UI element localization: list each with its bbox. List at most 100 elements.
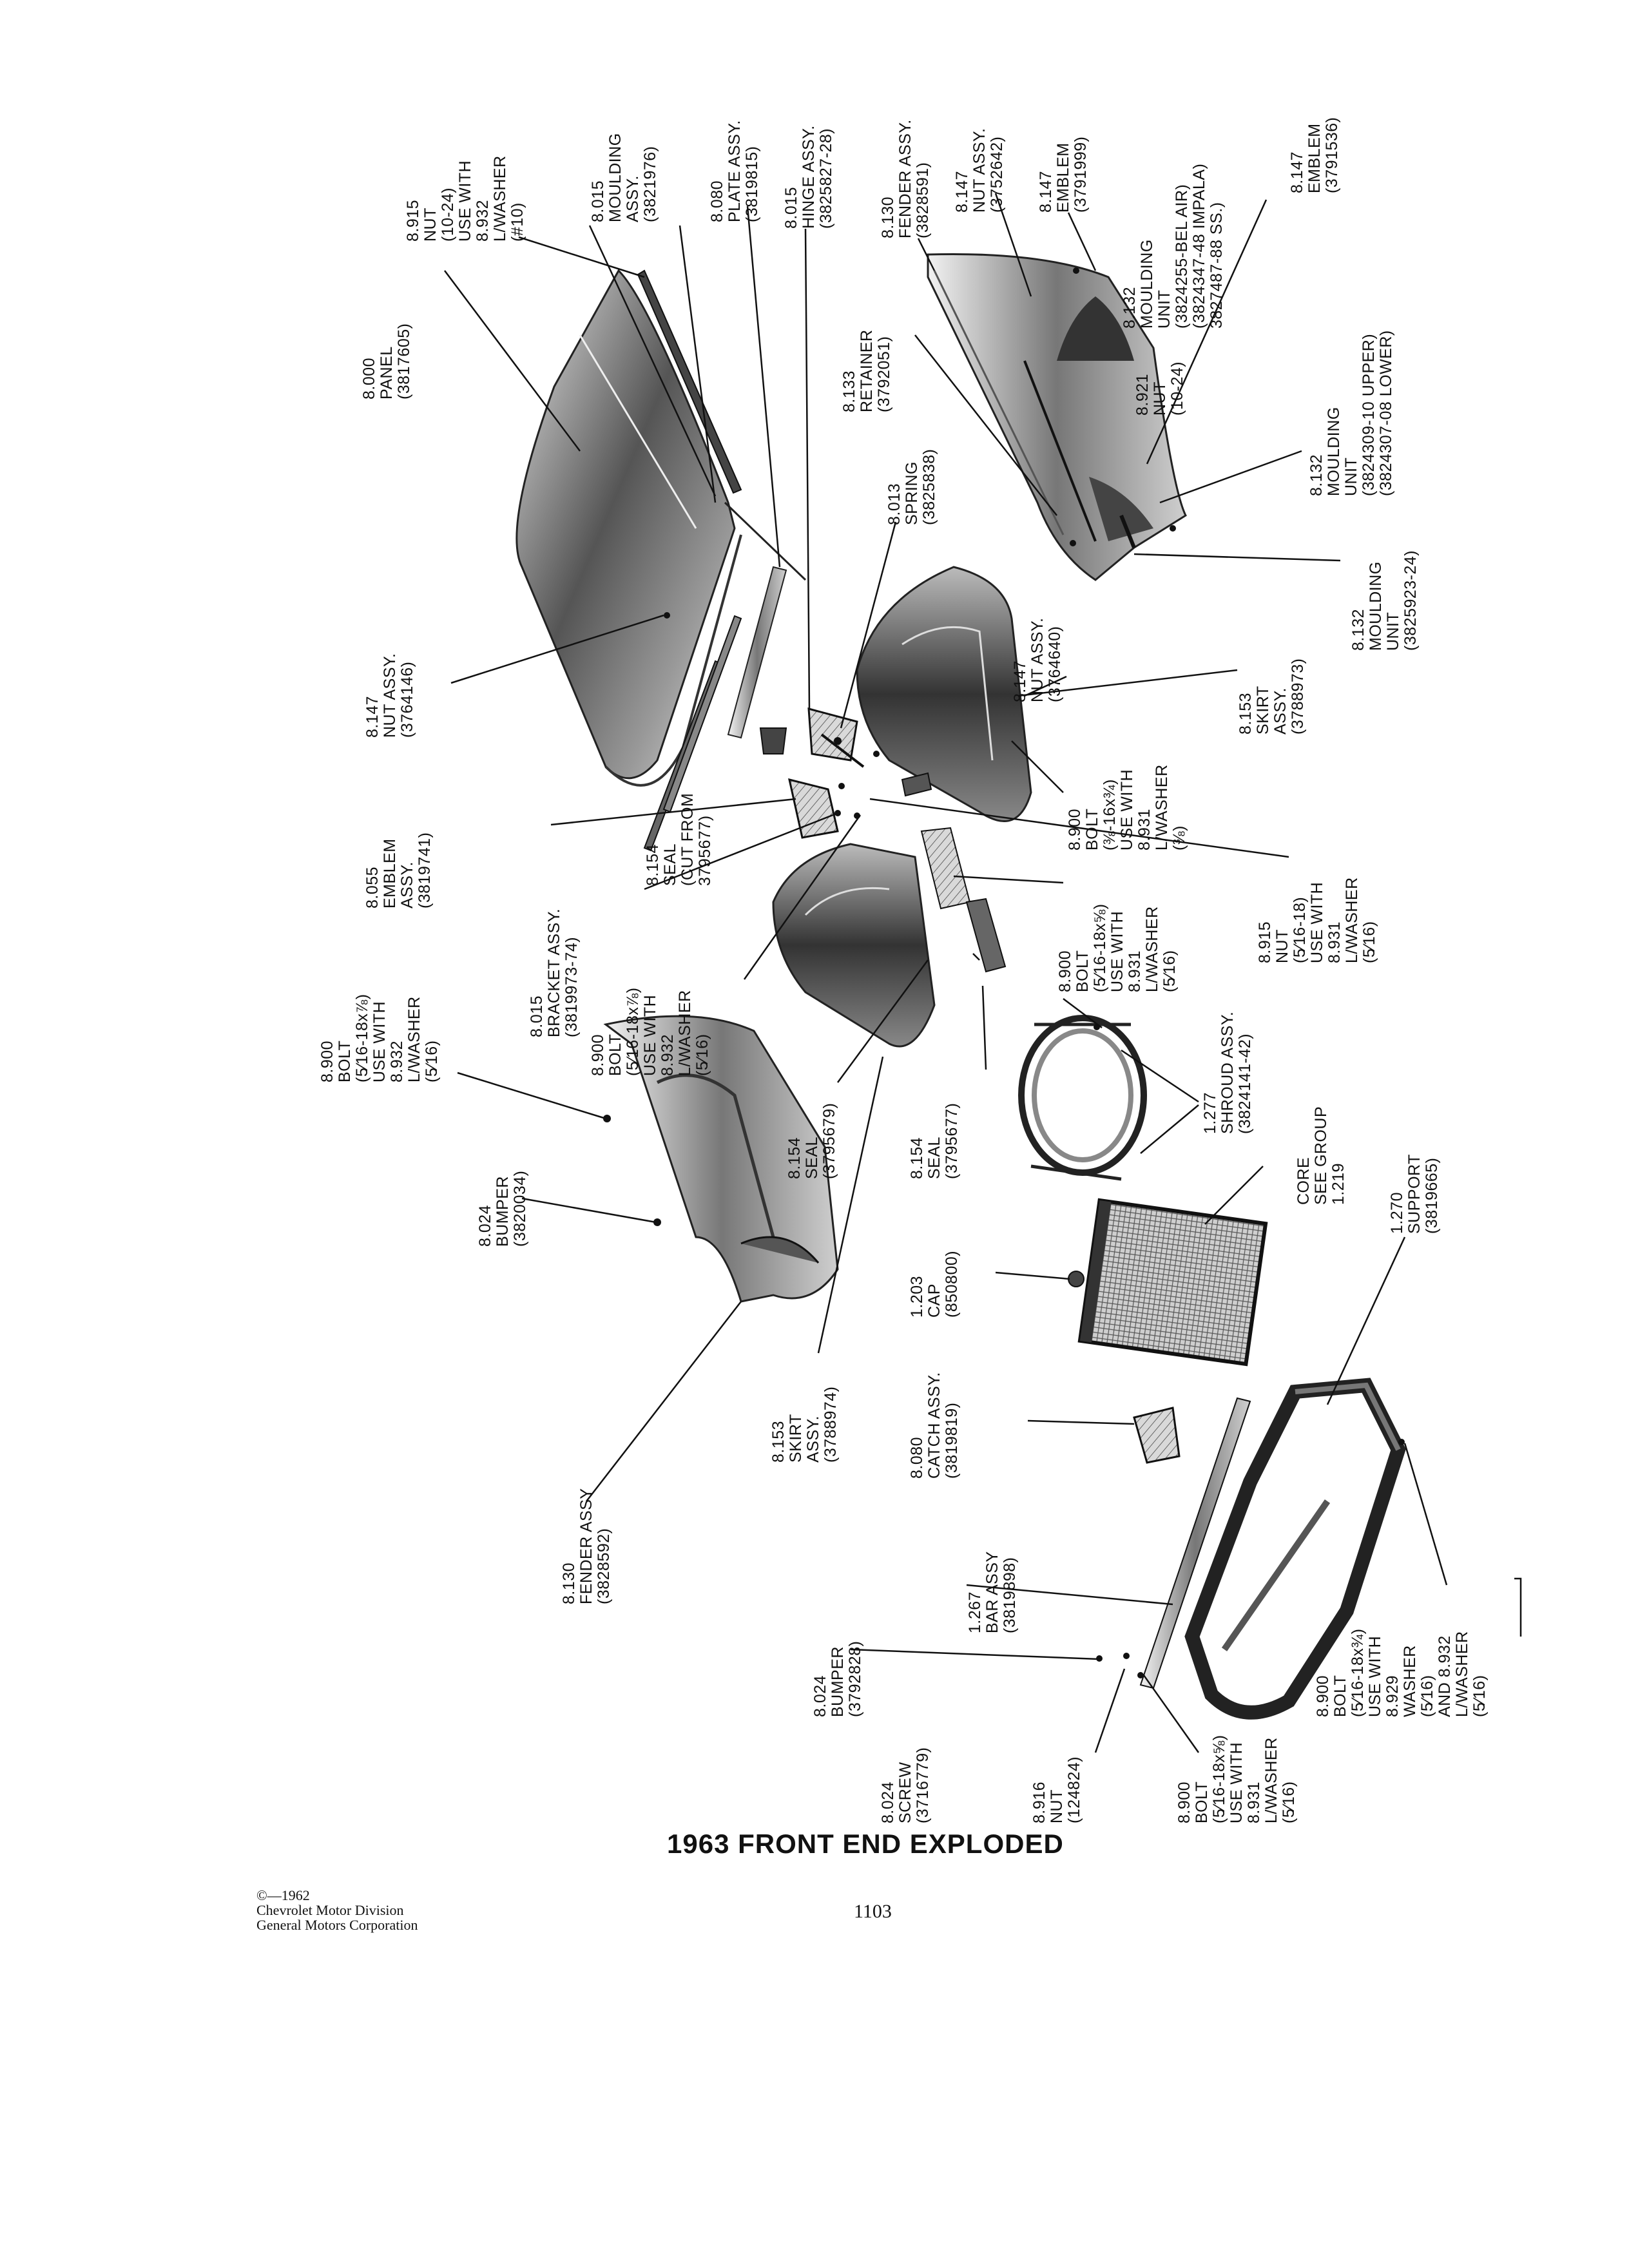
label-plate-assy-8080: 8.080 PLATE ASSY. (3819815): [708, 120, 761, 222]
label-line: 8.900: [1066, 808, 1084, 850]
label-line: UNIT: [1384, 611, 1402, 651]
label-line: BUMPER: [829, 1646, 847, 1717]
label-line: 8.931: [1135, 808, 1153, 850]
label-line: UNIT: [1342, 457, 1360, 496]
label-line: CORE: [1295, 1157, 1313, 1205]
label-bolt-8900-b: 8.900 BOLT (5⁄16-18x⅞) USE WITH 8.932 L/…: [318, 994, 441, 1082]
label-line: L/WASHER: [491, 155, 509, 242]
label-line: BOLT: [1083, 808, 1101, 850]
label-line: 8.915: [1256, 921, 1274, 963]
skirt-right: [856, 566, 1032, 822]
label-line: 8.080: [908, 1436, 926, 1479]
label-line: (10-24): [1168, 361, 1186, 416]
label-bracket-assy-8015: 8.015 BRACKET ASSY. (3819973-74): [528, 908, 581, 1037]
label-line: EMBLEM: [381, 838, 399, 908]
label-line: 8.024: [476, 1204, 494, 1247]
label-line: EMBLEM: [1054, 142, 1072, 213]
skirt-left: [772, 843, 936, 1048]
label-line: NUT ASSY.: [381, 653, 399, 738]
label-line: 8.154: [786, 1137, 804, 1179]
label-bolt-8900-a: 8.900 BOLT (⅜-16x¾) USE WITH 8.931 L/WAS…: [1066, 764, 1188, 850]
radiator-cap: [1068, 1271, 1084, 1287]
fender-mouldings: [1023, 360, 1136, 549]
label-line: 8.929: [1383, 1675, 1402, 1717]
label-line: SEAL: [803, 1137, 821, 1179]
label-fender-assy-8130-top: 8.130 FENDER ASSY. (3828591): [879, 119, 932, 238]
label-line: 8.915: [404, 199, 422, 242]
label-line: (3819741): [416, 832, 434, 908]
label-line: NUT: [1273, 929, 1291, 963]
label-line: MOULDING: [1325, 407, 1343, 496]
label-nut-8916: 8.916 NUT (124824): [1030, 1756, 1083, 1823]
label-line: SUPPORT: [1405, 1154, 1423, 1234]
radiator-core: [1077, 1198, 1268, 1367]
label-hinge-assy-8015: 8.015 HINGE ASSY. (3825827-28): [782, 125, 835, 229]
label-line: (3824141-42): [1236, 1033, 1254, 1134]
label-line: (10-24): [439, 187, 457, 242]
hood-latch-piece: [759, 727, 787, 754]
label-line: SKIRT: [787, 1414, 805, 1463]
label-line: (5⁄16): [1470, 1675, 1489, 1717]
label-line: L/WASHER: [676, 990, 694, 1076]
label-line: (3764640): [1046, 626, 1064, 702]
label-cap-1203: 1.203 CAP (850800): [908, 1251, 961, 1318]
fender-lower: [603, 1015, 839, 1303]
label-line: 1.219: [1329, 1162, 1347, 1205]
label-line: USE WITH: [1118, 769, 1136, 850]
label-line: 8.015: [782, 186, 800, 229]
label-line: NUT ASSY.: [1028, 617, 1046, 702]
hood-catch: [1133, 1407, 1181, 1464]
label-line: 8.931: [1126, 950, 1144, 992]
label-spring-8013: 8.013 SPRING (3825838): [885, 449, 938, 525]
label-seal-8154-b: 8.154 SEAL (3795679): [786, 1103, 838, 1179]
page-title: 1963 FRONT END EXPLODED: [667, 1829, 1064, 1859]
label-line: HINGE ASSY.: [800, 125, 818, 229]
label-line: BOLT: [606, 1033, 624, 1076]
label-line: (124824): [1065, 1756, 1083, 1823]
label-line: (5⁄16-18x¾): [1349, 1628, 1367, 1717]
label-line: CATCH ASSY.: [925, 1372, 943, 1479]
label-line: NUT: [421, 207, 439, 242]
label-emblem-assy-8055: 8.055 EMBLEM ASSY. (3819741): [363, 832, 434, 908]
label-line: 8.130: [879, 196, 897, 238]
label-line: USE WITH: [456, 160, 474, 242]
hood-plate: [727, 566, 787, 739]
label-line: (3824307-08 LOWER): [1377, 330, 1395, 496]
label-line: AND 8.932: [1436, 1635, 1454, 1717]
label-line: (3795677): [943, 1102, 961, 1179]
label-line: BUMPER: [494, 1176, 512, 1247]
label-line: 8.147: [1037, 170, 1055, 213]
label-line: (3819973-74): [563, 936, 581, 1037]
label-line: (3825827-28): [817, 128, 835, 229]
label-line: 3827487-88 SS.): [1208, 202, 1226, 329]
hood-panel: [516, 269, 742, 787]
label-seal-8154-c: 8.154 SEAL (3795677): [908, 1102, 961, 1179]
label-line: USE WITH: [1308, 881, 1326, 963]
label-line: (3824347-48 IMPALA): [1190, 163, 1208, 329]
skirt-seal-right: [901, 772, 932, 797]
label-line: (3820034): [511, 1170, 529, 1247]
label-line: 8.153: [769, 1420, 787, 1463]
label-moulding-unit-8132-a: 8.132 MOULDING UNIT (3824255-BEL AIR) (3…: [1121, 164, 1226, 329]
label-nut-assy-8147-left: 8.147 NUT ASSY. (3764146): [363, 653, 416, 738]
label-line: (5⁄16-18x⅝): [1091, 903, 1109, 992]
label-line: BOLT: [1331, 1675, 1349, 1717]
label-nut-assy-8147-mid: 8.147 NUT ASSY. (3764640): [1011, 617, 1064, 702]
label-line: SKIRT: [1254, 686, 1272, 735]
label-line: (3825923-24): [1402, 550, 1420, 651]
label-line: USE WITH: [371, 1001, 389, 1082]
leader-lines: [444, 193, 1522, 1753]
label-moulding-unit-8132-c: 8.132 MOULDING UNIT (3825923-24): [1349, 550, 1420, 651]
label-line: (5⁄16-18): [1291, 896, 1309, 963]
label-line: L/WASHER: [1343, 877, 1361, 963]
label-line: (3828591): [914, 162, 932, 238]
label-line: 8.900: [1056, 950, 1074, 992]
label-line: (3795679): [820, 1102, 838, 1179]
label-line: RETAINER: [858, 329, 876, 412]
label-line: (3819665): [1423, 1157, 1441, 1234]
label-line: L/WASHER: [1153, 764, 1171, 850]
label-retainer-8133: 8.133 RETAINER (3792051): [840, 329, 893, 412]
label-line: (CUT FROM: [679, 793, 697, 886]
label-bolt-8900-c: 8.900 BOLT (5⁄16-18x⅞) USE WITH 8.932 L/…: [589, 987, 711, 1076]
